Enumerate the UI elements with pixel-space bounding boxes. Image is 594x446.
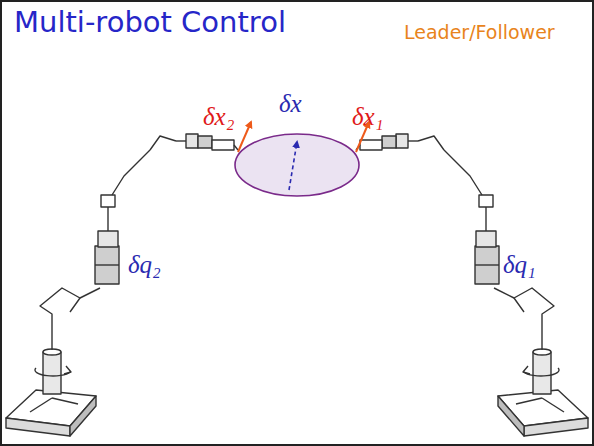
- object-motion-arrow: [289, 142, 297, 190]
- joint-label: δq₂: [128, 251, 161, 280]
- subtitle: Leader/Follower: [404, 22, 555, 44]
- held-object: [235, 134, 359, 196]
- robot-arm-left: [6, 134, 238, 436]
- displacement-label: δx₁: [352, 103, 383, 132]
- displacement-label: δx: [279, 90, 302, 119]
- robot-arm-right: [356, 134, 588, 436]
- force-arrow: [238, 122, 251, 152]
- joint-label: δq₁: [503, 251, 536, 280]
- slide-title: Multi-robot Control: [14, 6, 286, 39]
- displacement-label: δx₂: [203, 103, 234, 132]
